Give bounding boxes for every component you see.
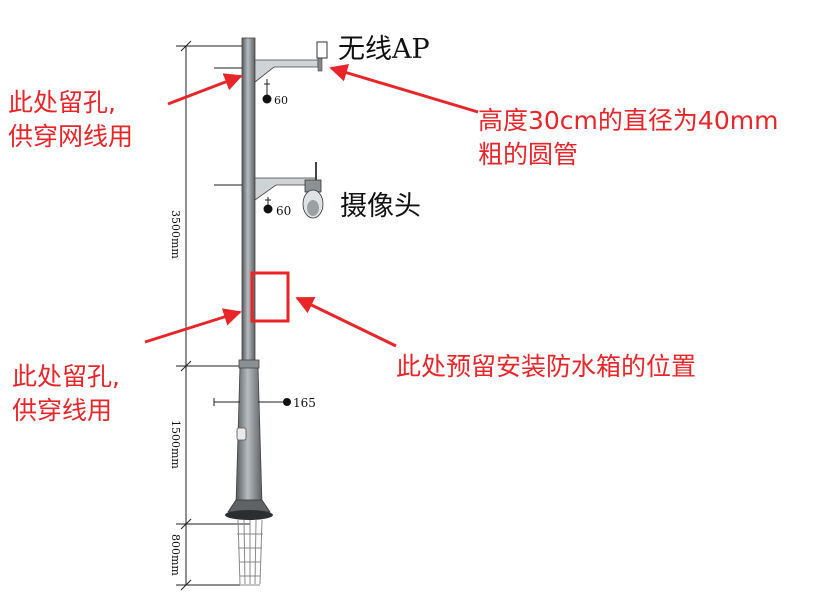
middle-section-dim-text: 1500mm [169, 420, 182, 469]
arrow-waterproof-box [295, 296, 397, 348]
arm-ap-dim-text: 60 [274, 94, 288, 107]
pole-base-diameter-icon [283, 398, 291, 406]
bracket-extent-ticks [214, 67, 242, 186]
annotation-hole-wire-line1: 此处留孔, [12, 362, 120, 391]
base-plate [225, 510, 273, 520]
camera-device-icon [302, 179, 324, 219]
annotation-hole-wire-line2: 供穿线用 [12, 396, 113, 425]
arm-camera-diameter-icon [263, 204, 273, 214]
wireless-ap-device-icon [316, 41, 328, 59]
arrow-hole-wire [144, 308, 242, 344]
annotation-tube-line2: 粗的圆管 [478, 140, 579, 169]
access-door [236, 427, 247, 441]
arm-ap-diameter-icon [262, 94, 272, 104]
foundation-dim-text: 800mm [169, 534, 182, 576]
arrow-hole-network [167, 73, 243, 106]
annotation-hole-network-line2: 供穿网线用 [8, 122, 134, 151]
camera-label: 摄像头 [340, 191, 421, 222]
annotation-hole-network: 此处留孔, 供穿网线用 [8, 86, 133, 154]
wireless-ap-label: 无线AP [338, 34, 430, 65]
arrow-tube [329, 64, 479, 114]
waterproof-box-marker [250, 271, 290, 323]
annotation-tube-line1: 高度30cm的直径为40mm [478, 106, 779, 135]
arm-ap-dimension [264, 79, 270, 95]
foundation-cage [237, 519, 263, 586]
arm-camera-dimension [265, 197, 271, 205]
upper-section-dim-text: 3500mm [169, 210, 182, 259]
annotation-tube: 高度30cm的直径为40mm 粗的圆管 [478, 104, 778, 172]
annotation-hole-network-line1: 此处留孔, [8, 88, 116, 117]
base-flange [227, 499, 271, 513]
pole-collar [238, 359, 260, 369]
pole-base-dim-text: 165 [293, 396, 316, 410]
annotation-waterproof-box: 此处预留安装防水箱的位置 [396, 352, 697, 381]
annotation-hole-wire: 此处留孔, 供穿线用 [12, 360, 120, 428]
arm-camera-dim-text: 60 [276, 204, 291, 218]
camera-bracket [254, 162, 317, 201]
dimension-chain [176, 40, 250, 591]
annotation-arrows [144, 64, 479, 348]
ap-bracket [254, 56, 323, 83]
